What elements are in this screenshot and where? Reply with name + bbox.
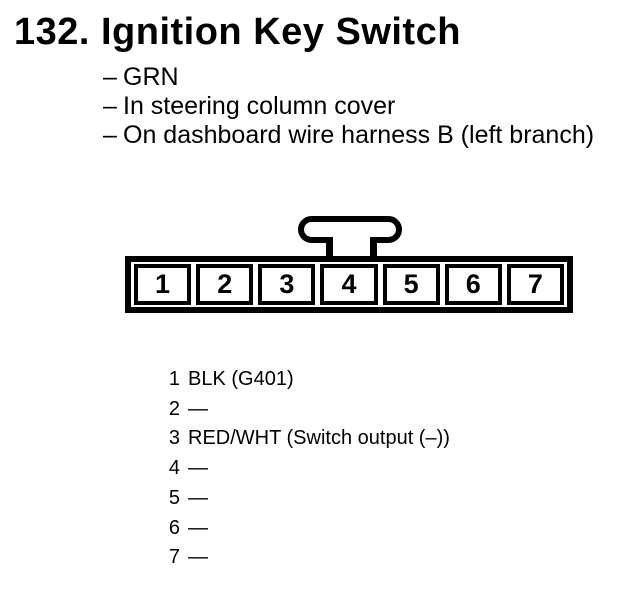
pinout-list: 1 BLK (G401) 2 — 3 RED/WHT (Switch outpu… bbox=[166, 365, 450, 573]
pinout-row: 5 — bbox=[166, 484, 450, 514]
pinout-row: 4 — bbox=[166, 454, 450, 484]
connector-pin-cell: 2 bbox=[196, 264, 254, 305]
pinout-pin-number: 5 bbox=[168, 486, 180, 509]
note-text: In steering column cover bbox=[123, 92, 396, 120]
pinout-pin-number: 6 bbox=[168, 516, 180, 539]
pinout-pin-label: — bbox=[188, 457, 208, 480]
pinout-pin-label: RED/WHT (Switch output (–)) bbox=[188, 427, 450, 450]
connector-pin-cell: 4 bbox=[320, 264, 378, 305]
connector-pin-number: 3 bbox=[279, 269, 295, 299]
pinout-pin-number: 1 bbox=[168, 368, 180, 390]
pinout-pin-label: — bbox=[188, 516, 208, 539]
pinout-row: 3 RED/WHT (Switch output (–)) bbox=[166, 424, 450, 454]
section-heading: 132. Ignition Key Switch bbox=[14, 11, 461, 55]
connector-pin-cell: 5 bbox=[382, 264, 440, 305]
connector-pin-number: 4 bbox=[341, 269, 357, 299]
connector-lock-tab-stem bbox=[326, 237, 377, 260]
connector-pin-cell: 7 bbox=[506, 264, 564, 305]
pinout-row: 6 — bbox=[166, 514, 450, 544]
pinout-pin-label: BLK (G401) bbox=[188, 368, 294, 390]
note-text: On dashboard wire harness B (left branch… bbox=[123, 121, 595, 149]
note-item: – In steering column cover bbox=[103, 92, 594, 121]
pinout-pin-number: 2 bbox=[168, 397, 180, 420]
note-dash: – bbox=[103, 121, 117, 149]
connector-pin-number: 6 bbox=[465, 269, 481, 299]
pinout-row: 7 — bbox=[166, 543, 450, 573]
page-title: Ignition Key Switch bbox=[100, 11, 461, 53]
connector-pin-cell: 6 bbox=[444, 264, 502, 305]
pinout-pin-label: — bbox=[188, 397, 208, 420]
connector-pin-number: 5 bbox=[403, 269, 419, 299]
connector-pin-number: 1 bbox=[155, 269, 171, 299]
note-item: – GRN bbox=[103, 63, 594, 92]
note-dash: – bbox=[103, 92, 117, 120]
connector-pin-cell: 3 bbox=[258, 264, 316, 305]
pinout-pin-label: — bbox=[188, 546, 208, 569]
note-item: – On dashboard wire harness B (left bran… bbox=[103, 121, 594, 150]
pinout-pin-number: 4 bbox=[168, 457, 180, 480]
pinout-row: 1 BLK (G401) bbox=[166, 365, 450, 395]
connector-body: 1 2 3 4 5 6 7 bbox=[125, 256, 573, 313]
pinout-pin-label: — bbox=[188, 486, 208, 509]
note-text: GRN bbox=[123, 63, 179, 91]
pinout-row: 2 — bbox=[166, 395, 450, 425]
connector-pin-number: 2 bbox=[217, 269, 233, 299]
section-number: 132. bbox=[14, 11, 90, 53]
note-dash: – bbox=[103, 63, 117, 91]
pinout-pin-number: 3 bbox=[168, 427, 180, 450]
notes-list: – GRN – In steering column cover – On da… bbox=[103, 63, 594, 150]
connector-pin-cell: 1 bbox=[134, 264, 192, 305]
connector-pin-number: 7 bbox=[527, 269, 543, 299]
pinout-pin-number: 7 bbox=[168, 546, 180, 569]
